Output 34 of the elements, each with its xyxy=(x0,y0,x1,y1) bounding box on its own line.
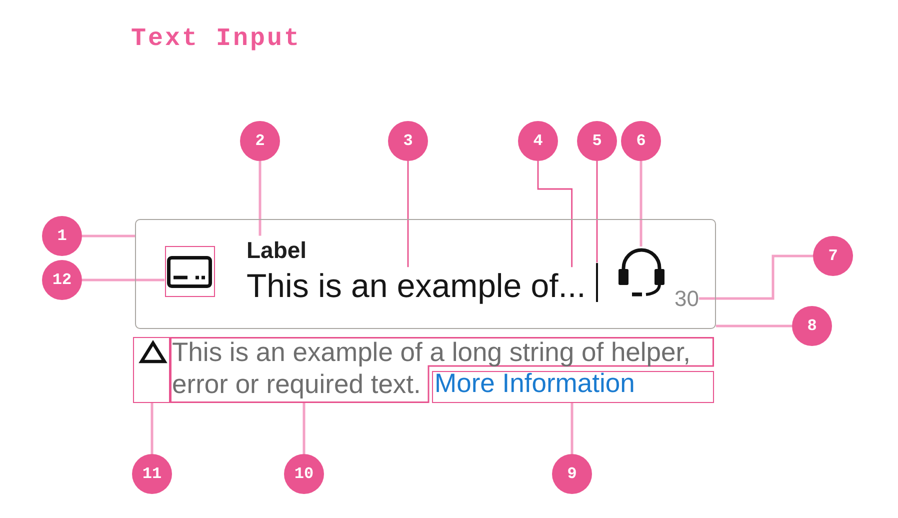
callout-number: 5 xyxy=(577,121,617,161)
callout-number: 3 xyxy=(388,121,428,161)
callout-number: 12 xyxy=(42,260,82,300)
leader-line xyxy=(82,234,135,238)
callout-number: 10 xyxy=(284,454,324,494)
text-cursor xyxy=(596,262,598,302)
callout-number: 7 xyxy=(813,236,853,276)
leader-line xyxy=(596,161,598,262)
leader-line xyxy=(258,161,262,236)
helper-text: This is an example of a long string of helper, error or required text. More Information xyxy=(172,336,712,402)
highlight-frame xyxy=(164,246,214,296)
leader-line xyxy=(150,403,154,454)
highlight-frame xyxy=(133,337,170,403)
callout-number: 6 xyxy=(621,121,661,161)
leader-line xyxy=(537,161,573,268)
callout-number: 9 xyxy=(552,454,592,494)
leader-line xyxy=(716,324,792,328)
callout-number: 8 xyxy=(792,306,832,346)
callout-number: 11 xyxy=(132,454,172,494)
leader-line xyxy=(407,161,409,268)
leader-line xyxy=(302,403,306,454)
character-counter: 30 xyxy=(674,286,699,312)
leader-line xyxy=(82,278,164,282)
callout-number: 2 xyxy=(240,121,280,161)
help-link: More Information xyxy=(432,371,714,403)
leader-line xyxy=(640,161,642,246)
diagram-title: Text Input xyxy=(131,24,302,54)
leader-line xyxy=(570,403,574,454)
callout-number: 1 xyxy=(42,216,82,256)
input-value-text: This is an example of... xyxy=(246,267,586,306)
leader-line xyxy=(698,254,813,300)
field-label: Label xyxy=(246,236,307,264)
input-field xyxy=(135,219,716,329)
callout-number: 4 xyxy=(518,121,558,161)
